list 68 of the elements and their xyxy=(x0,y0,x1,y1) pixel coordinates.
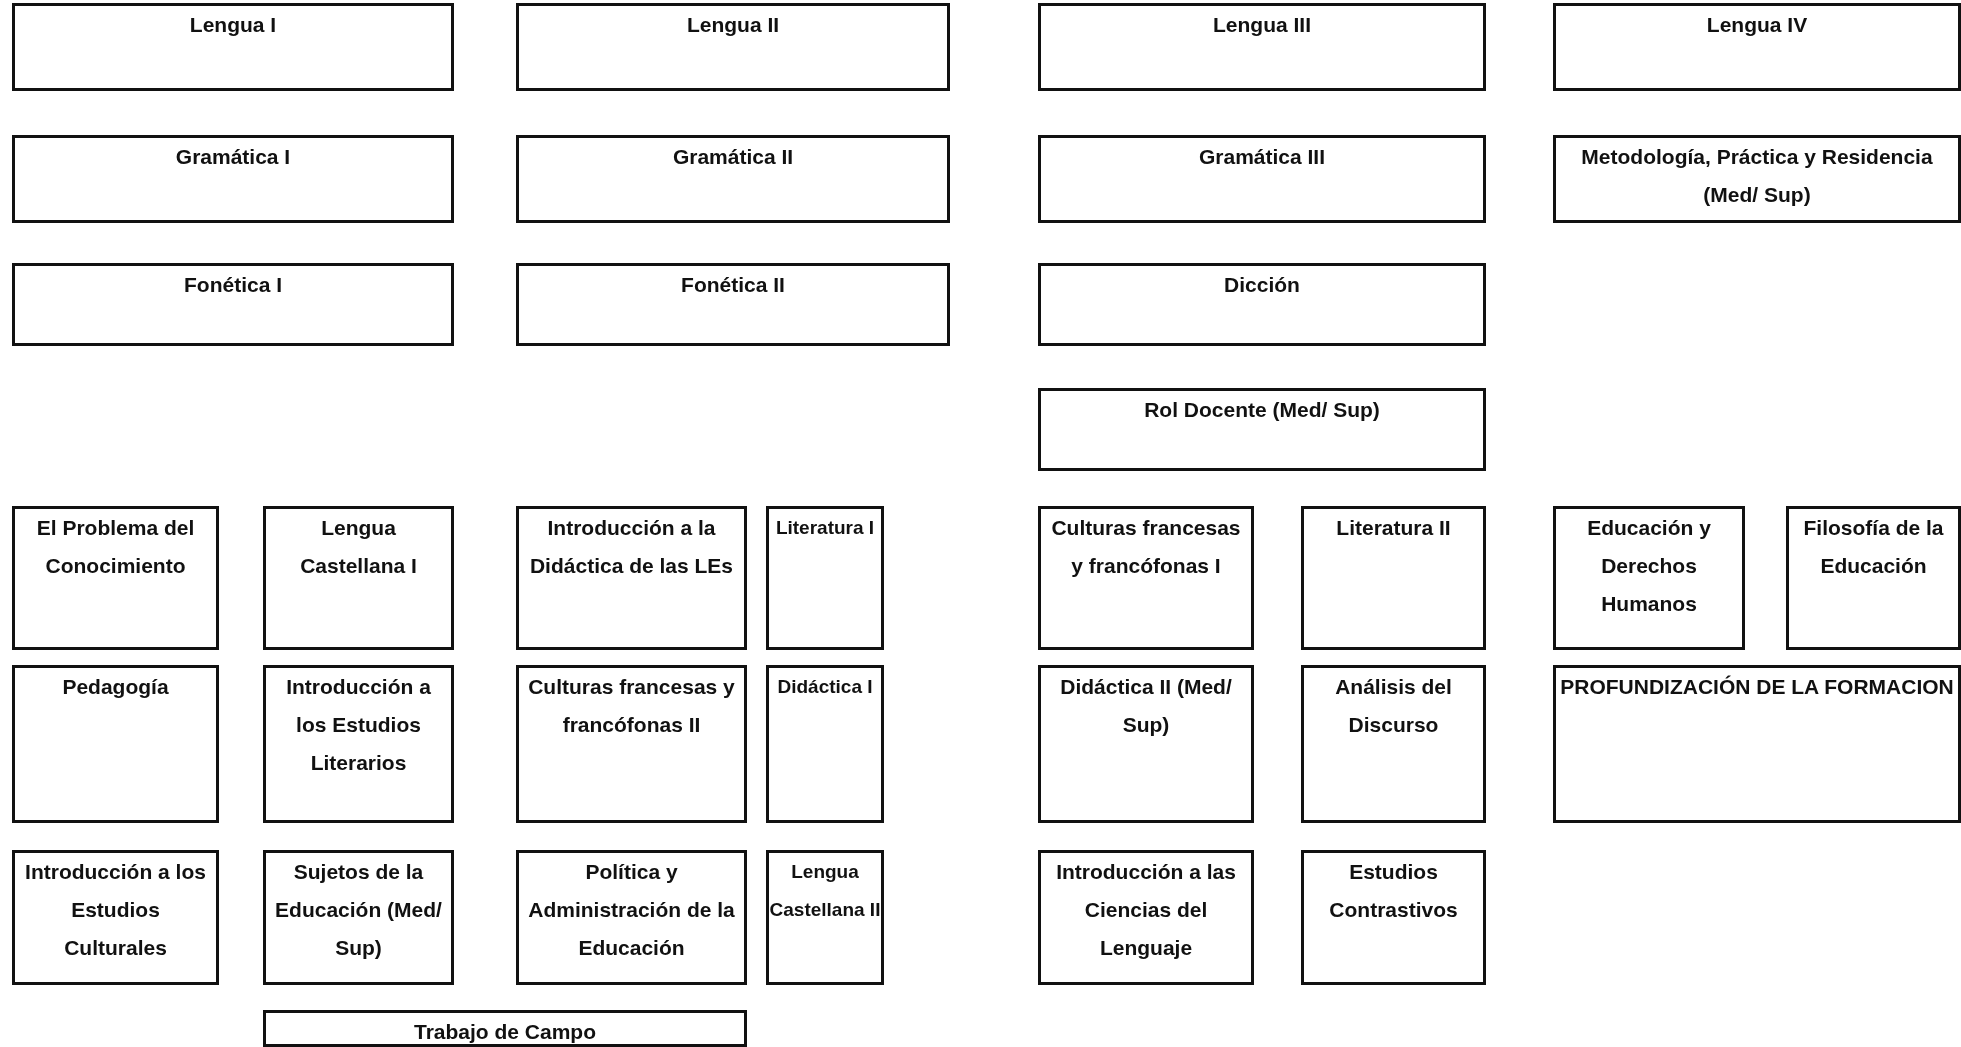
subject-name: Introducción a los Estudios Literarios xyxy=(285,674,432,776)
subject-name: Sujetos de la Educación (Med/ Sup) xyxy=(274,859,443,961)
subject-box xyxy=(1301,665,1486,823)
subject-name: Gramática I xyxy=(174,144,292,170)
subject-box xyxy=(516,263,950,346)
subject-name: Literatura I xyxy=(774,516,876,540)
subject-box xyxy=(1038,665,1254,823)
subject-box xyxy=(1038,506,1254,650)
subject-box xyxy=(516,506,747,650)
subject-name: Culturas francesas y francófonas I xyxy=(1050,515,1242,579)
subject-box xyxy=(1038,135,1486,223)
subject-name: Gramática II xyxy=(671,144,795,170)
subject-name: Lengua IV xyxy=(1705,12,1809,38)
subject-box xyxy=(1038,850,1254,985)
subject-name: Gramática III xyxy=(1197,144,1327,170)
subject-name: Fonética I xyxy=(183,272,283,298)
subject-name: Culturas francesas y francófonas II xyxy=(527,674,736,738)
subject-name: Fonética II xyxy=(680,272,786,298)
subject-box xyxy=(263,1010,747,1047)
subject-name: Introducción a la Didáctica de las LEs xyxy=(528,515,735,579)
subject-box xyxy=(12,3,454,91)
subject-box xyxy=(263,850,454,985)
subject-box xyxy=(12,665,219,823)
subject-name: Rol Docente (Med/ Sup) xyxy=(1143,397,1381,423)
subject-box xyxy=(12,135,454,223)
subject-box xyxy=(1038,263,1486,346)
subject-name: Estudios Contrastivos xyxy=(1328,859,1459,923)
subject-name: Metodología, Práctica y Residencia (Med/ Sup) xyxy=(1580,144,1934,208)
subject-box xyxy=(1038,388,1486,471)
subject-box xyxy=(1301,850,1486,985)
subject-box xyxy=(516,135,950,223)
subject-name: Trabajo de Campo xyxy=(412,1019,597,1045)
subject-box xyxy=(12,506,219,650)
subject-name: Didáctica II (Med/ Sup) xyxy=(1059,674,1233,738)
subject-name: Didáctica I xyxy=(776,675,874,699)
subject-name: Lengua II xyxy=(685,12,781,38)
subject-name: Filosofía de la Educación xyxy=(1802,515,1945,579)
subject-name: Introducción a las Ciencias del Lenguaje xyxy=(1055,859,1237,961)
subject-box xyxy=(1553,3,1961,91)
subject-box xyxy=(516,850,747,985)
subject-box xyxy=(12,263,454,346)
subject-box xyxy=(766,850,884,985)
subject-name: Lengua III xyxy=(1212,12,1312,38)
subject-name: Lengua I xyxy=(188,12,278,38)
subject-box xyxy=(516,3,950,91)
subject-box xyxy=(12,850,219,985)
subject-box xyxy=(263,665,454,823)
subject-name: Literatura II xyxy=(1335,515,1452,541)
subject-name: Análisis del Discurso xyxy=(1334,674,1453,738)
subject-name: Lengua Castellana I xyxy=(299,515,418,579)
subject-box xyxy=(1553,665,1961,823)
subject-box xyxy=(766,665,884,823)
subject-name: Política y Administración de la Educación xyxy=(527,859,736,961)
subject-box xyxy=(1786,506,1961,650)
subject-box xyxy=(263,506,454,650)
subject-box xyxy=(766,506,884,650)
subject-name: PROFUNDIZACIÓN DE LA FORMACION xyxy=(1560,674,1954,700)
subject-name: Lengua Castellana II xyxy=(769,860,881,922)
subject-name: Dicción xyxy=(1223,272,1301,298)
subject-name: Educación y Derechos Humanos xyxy=(1586,515,1712,617)
subject-name: Pedagogía xyxy=(61,674,170,700)
subject-name: Introducción a los Estudios Culturales xyxy=(24,859,207,961)
subject-box xyxy=(1301,506,1486,650)
subject-box xyxy=(1038,3,1486,91)
subject-name: El Problema del Conocimiento xyxy=(35,515,196,579)
subject-box xyxy=(1553,135,1961,223)
subject-box xyxy=(516,665,747,823)
subject-box xyxy=(1553,506,1745,650)
